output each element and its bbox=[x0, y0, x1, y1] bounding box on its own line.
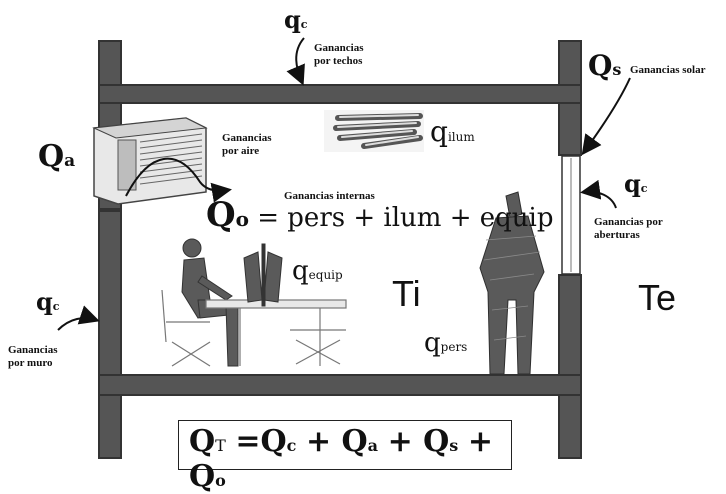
q-equip-label: qequip bbox=[292, 256, 343, 286]
q-c-muro-label: qc bbox=[36, 287, 60, 316]
q-s-label: Qs bbox=[588, 49, 622, 82]
q-a-label: Qa bbox=[38, 139, 76, 174]
floor-slab bbox=[98, 374, 582, 396]
ac-unit-icon bbox=[92, 117, 208, 205]
solar-label: Ganancias solar bbox=[630, 64, 706, 76]
arrow-techos bbox=[286, 37, 305, 86]
left-wall-lower bbox=[98, 210, 122, 459]
total-formula: QT =Qc + Qa + Qs + Qo bbox=[178, 420, 512, 494]
arrow-muro bbox=[57, 305, 100, 331]
q-c-roof-label: qc bbox=[284, 5, 308, 34]
internal-equation: Qo = pers + ilum + equip bbox=[206, 195, 554, 235]
diagram-graphics bbox=[57, 37, 631, 375]
ti-label: Ti bbox=[392, 273, 421, 314]
internas-label: Ganancias internas bbox=[284, 190, 375, 202]
lamps-icon bbox=[324, 110, 424, 152]
right-wall-lower bbox=[558, 274, 582, 459]
arrow-aberturas bbox=[580, 179, 617, 209]
q-ilum-label: qilum bbox=[430, 115, 475, 148]
computer-monitors-icon bbox=[243, 243, 283, 307]
window bbox=[561, 155, 581, 275]
standing-person-icon bbox=[479, 191, 545, 375]
q-c-aberturas-label: qc bbox=[624, 169, 648, 198]
q-pers-label: qpers bbox=[424, 328, 468, 358]
arrow-solar bbox=[581, 77, 631, 156]
te-label: Te bbox=[638, 277, 677, 318]
roof-slab bbox=[98, 84, 582, 104]
arrow-aire bbox=[125, 157, 232, 203]
